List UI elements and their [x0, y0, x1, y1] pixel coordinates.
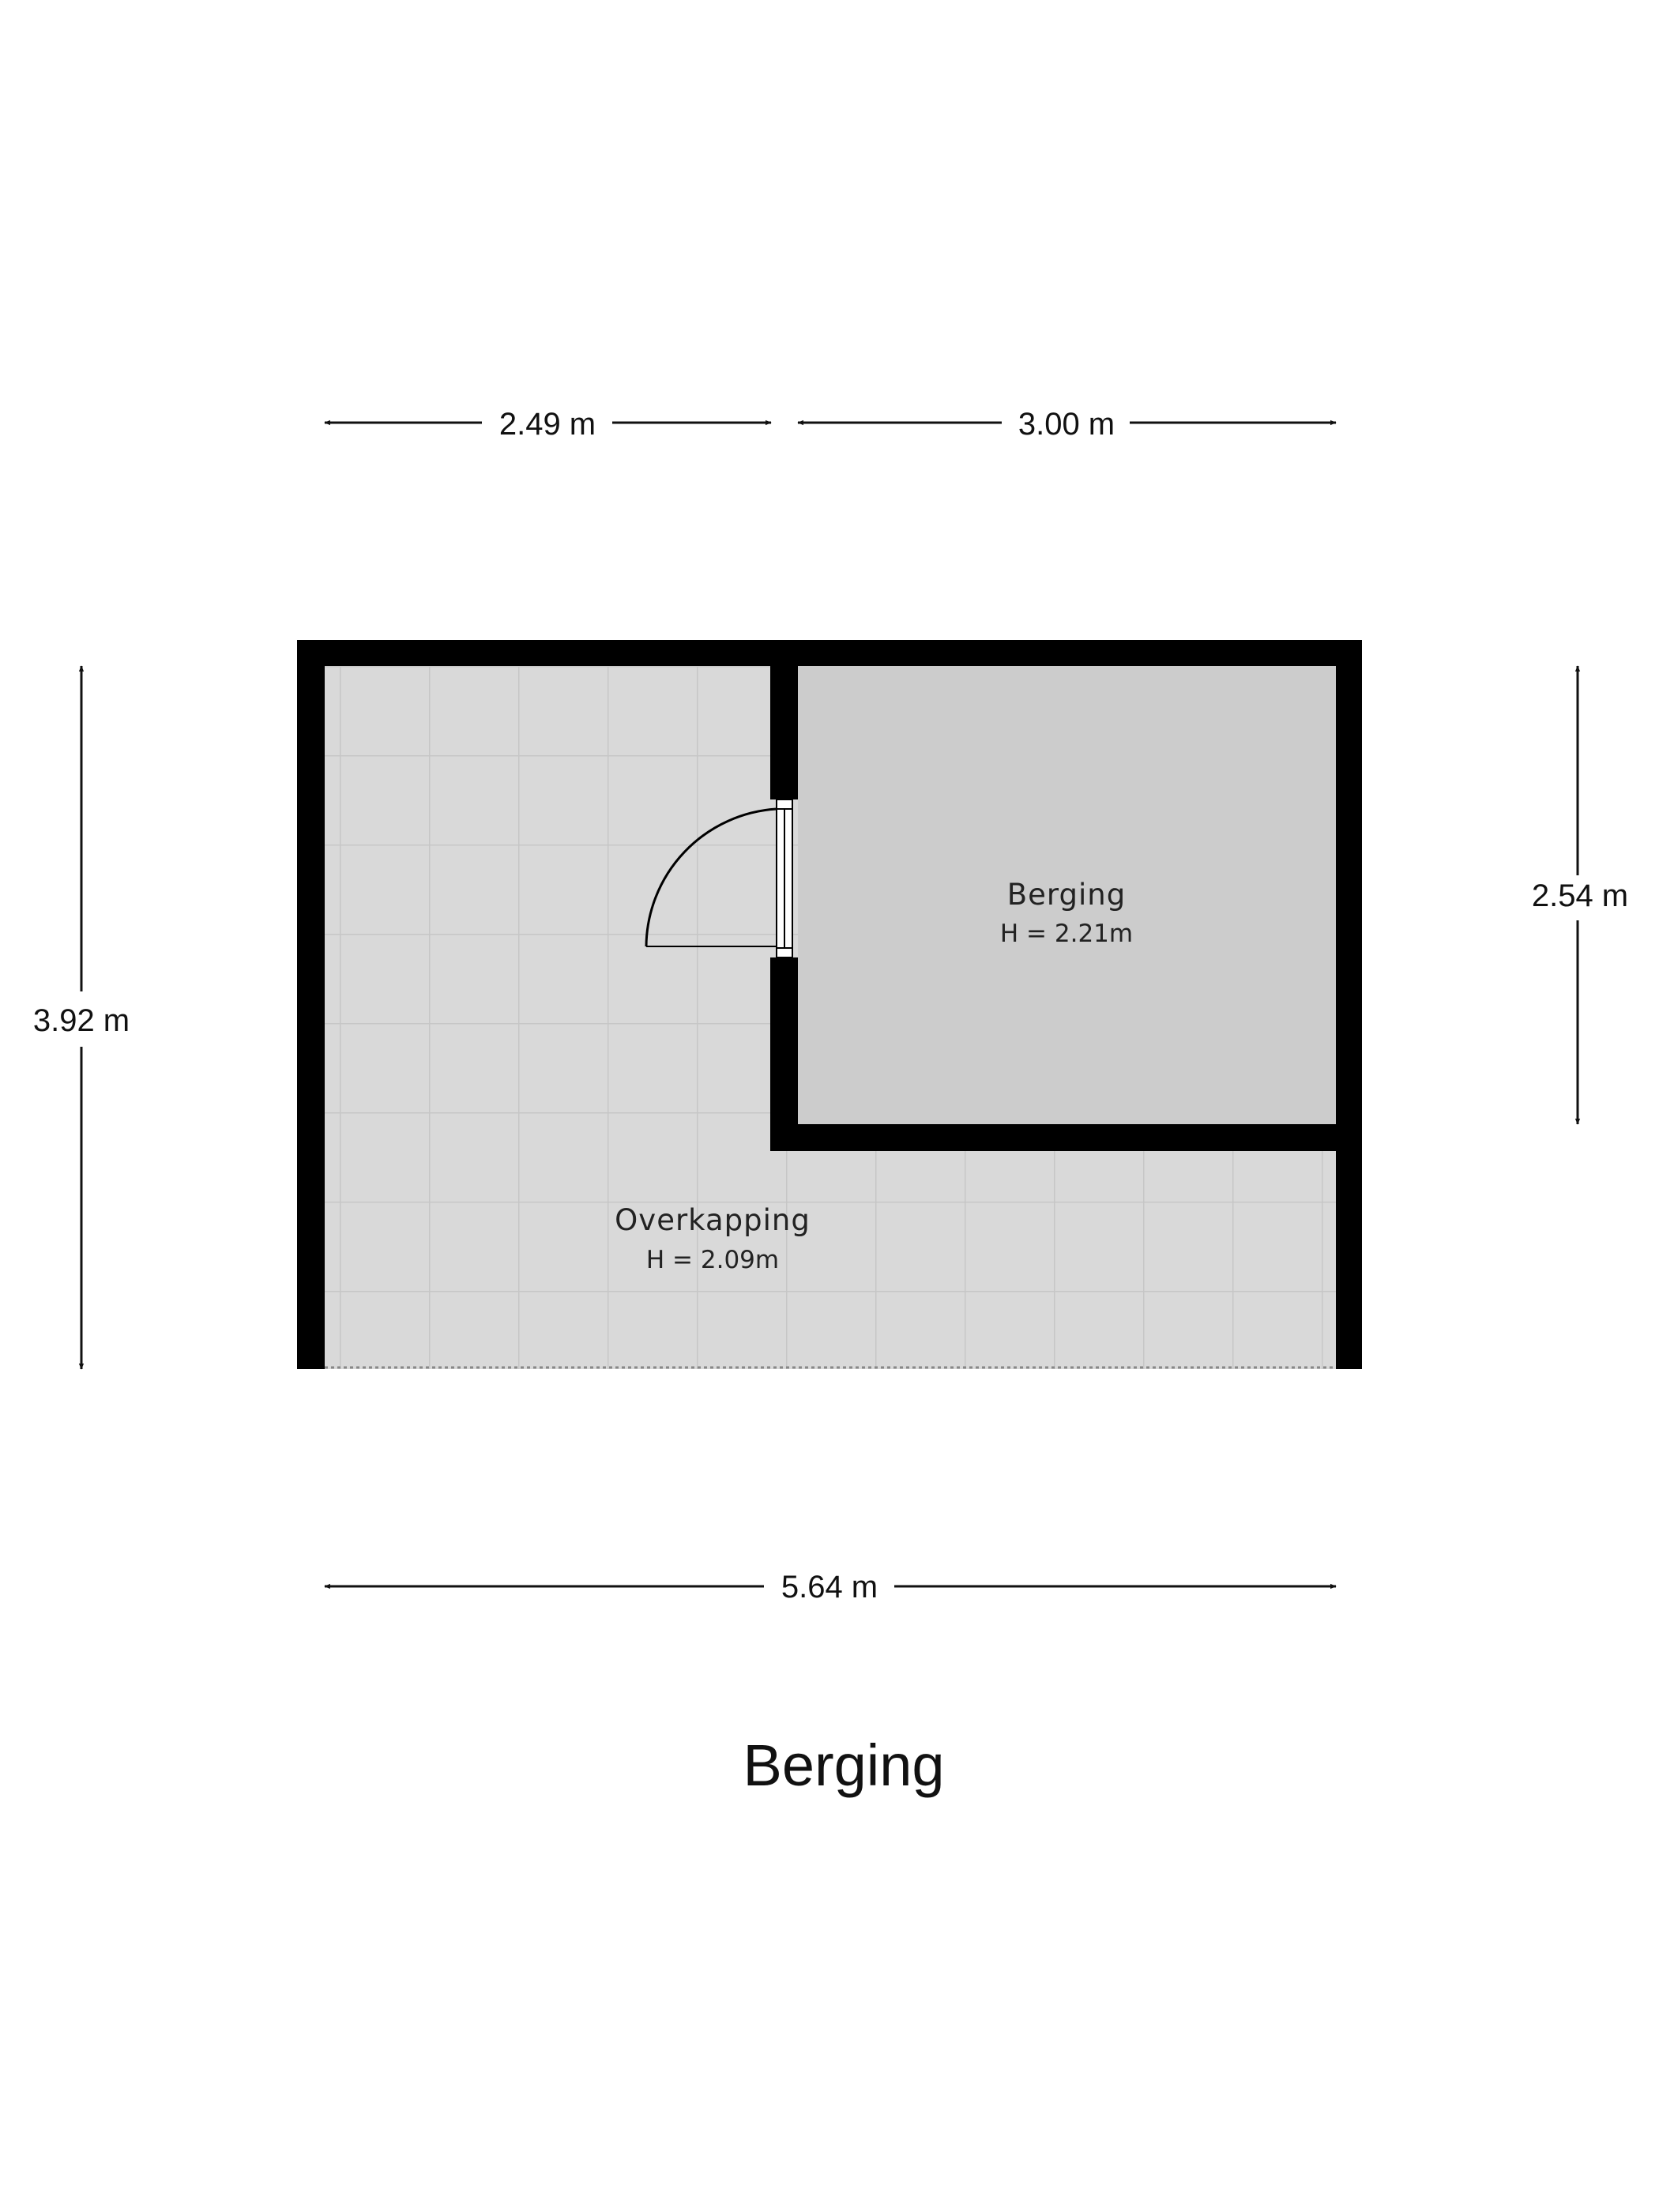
dimension-left: 3.92 m	[33, 665, 130, 1370]
wall-berging-bottom	[770, 1124, 1336, 1151]
dimension-label: 2.54 m	[1532, 878, 1628, 913]
walls	[297, 640, 1362, 1369]
dimension-top-left: 2.49 m	[324, 407, 772, 442]
dimension-top-right: 3.00 m	[797, 407, 1337, 442]
room-height-overkapping: H = 2.09m	[646, 1246, 779, 1274]
plan-title: Berging	[743, 1732, 944, 1798]
wall-right	[1336, 640, 1362, 1369]
dimension-label: 3.92 m	[33, 1003, 130, 1038]
wall-left	[297, 640, 325, 1369]
door	[645, 799, 793, 958]
dimension-label: 3.00 m	[1018, 407, 1115, 442]
room-name-berging: Berging	[1007, 878, 1126, 912]
wall-partition-lower	[770, 957, 798, 1151]
wall-top	[297, 640, 1362, 666]
berging-floor	[798, 666, 1336, 1124]
dimension-label: 2.49 m	[499, 407, 596, 442]
door-swing-arc	[645, 807, 777, 947]
door-frame-bottom	[776, 947, 793, 958]
dimension-bottom: 5.64 m	[324, 1570, 1337, 1604]
wall-partition-upper	[770, 640, 798, 799]
room-height-berging: H = 2.21m	[1000, 920, 1133, 948]
dimension-label: 5.64 m	[781, 1570, 878, 1604]
room-name-overkapping: Overkapping	[615, 1203, 811, 1237]
dimension-right: 2.54 m	[1532, 665, 1628, 1125]
door-frame-top	[776, 799, 793, 810]
